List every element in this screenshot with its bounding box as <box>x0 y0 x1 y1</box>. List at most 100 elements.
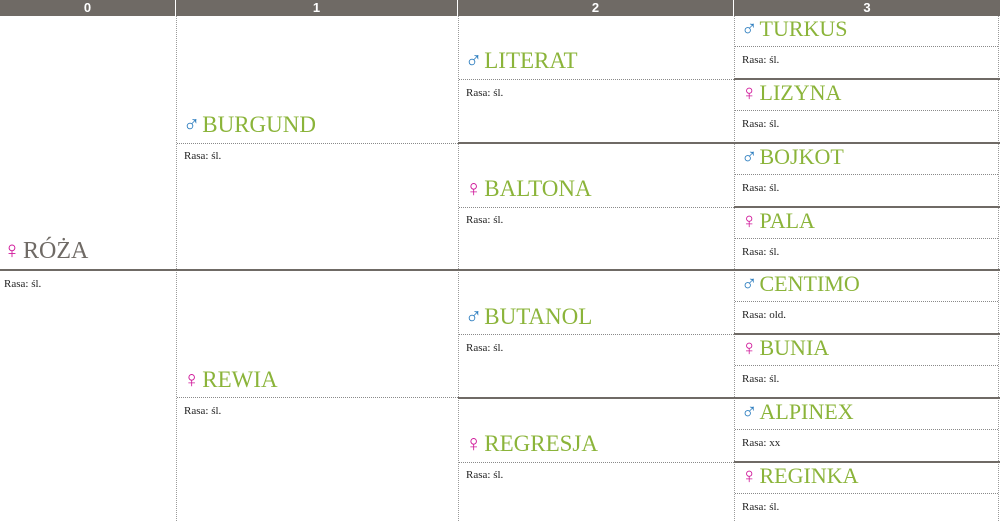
rasa-info: Rasa: śl. <box>742 54 779 66</box>
rasa-label: Rasa: <box>742 54 767 66</box>
rasa-info: Rasa: śl. <box>742 182 779 194</box>
rasa-label: Rasa: <box>742 246 767 258</box>
male-icon: ♂ <box>741 144 758 169</box>
entry-divider <box>735 46 998 47</box>
pedigree-entry-dam[interactable]: ♀REWIA <box>183 368 278 391</box>
pedigree-entry-gen2[interactable]: ♀BALTONA <box>465 177 592 200</box>
horse-name: TURKUS <box>759 16 848 41</box>
pedigree-entry-gen2[interactable]: ♀REGRESJA <box>465 432 598 455</box>
entry-divider <box>735 493 998 494</box>
divider-gen3 <box>734 333 1000 335</box>
entry-divider <box>459 207 734 208</box>
rasa-value: śl. <box>493 469 504 481</box>
entry-divider <box>735 429 998 430</box>
horse-name: REGINKA <box>759 463 859 488</box>
rasa-info: Rasa: śl. <box>466 342 503 354</box>
rasa-value: śl. <box>769 501 780 513</box>
divider-gen2 <box>458 397 1000 399</box>
horse-name: REGRESJA <box>484 431 598 456</box>
rasa-value: śl. <box>769 118 780 130</box>
column-divider <box>458 16 459 521</box>
male-icon: ♂ <box>741 271 758 296</box>
entry-divider <box>459 79 734 80</box>
rasa-label: Rasa: <box>184 150 209 162</box>
rasa-info: Rasa: śl. <box>4 278 41 290</box>
rasa-value: śl. <box>769 246 780 258</box>
pedigree-entry-gen3[interactable]: ♂TURKUS <box>741 18 848 40</box>
divider-gen3 <box>734 461 1000 463</box>
divider-gen3 <box>734 78 1000 80</box>
entry-divider <box>735 301 998 302</box>
rasa-info: Rasa: old. <box>742 309 786 321</box>
rasa-value: śl. <box>769 54 780 66</box>
rasa-label: Rasa: <box>742 118 767 130</box>
rasa-label: Rasa: <box>4 278 29 290</box>
horse-name: PALA <box>759 208 815 233</box>
rasa-value: śl. <box>493 342 504 354</box>
rasa-label: Rasa: <box>466 469 491 481</box>
pedigree-entry-gen3[interactable]: ♂CENTIMO <box>741 273 860 295</box>
pedigree-entry-sire[interactable]: ♂BURGUND <box>183 113 316 136</box>
horse-name: BURGUND <box>202 112 316 137</box>
entry-divider <box>735 238 998 239</box>
horse-name: LITERAT <box>484 48 578 73</box>
rasa-value: old. <box>769 309 787 321</box>
pedigree-entry-gen3[interactable]: ♂BOJKOT <box>741 146 844 168</box>
horse-name: BUNIA <box>759 335 830 360</box>
rasa-info: Rasa: śl. <box>466 469 503 481</box>
rasa-label: Rasa: <box>466 342 491 354</box>
female-icon: ♀ <box>741 335 758 360</box>
header-col-3: 3 <box>863 0 871 15</box>
column-divider <box>734 16 735 521</box>
entry-divider <box>459 462 734 463</box>
female-icon: ♀ <box>465 431 483 456</box>
entry-divider <box>177 143 458 144</box>
horse-name: RÓŻA <box>23 238 89 264</box>
header-col-0: 0 <box>0 0 176 16</box>
divider-main <box>0 269 1000 271</box>
male-icon: ♂ <box>741 399 758 424</box>
rasa-label: Rasa: <box>184 405 209 417</box>
horse-name: ALPINEX <box>759 399 854 424</box>
rasa-label: Rasa: <box>742 182 767 194</box>
pedigree-entry-gen3[interactable]: ♀LIZYNA <box>741 82 841 104</box>
divider-gen2 <box>458 142 1000 144</box>
rasa-info: Rasa: śl. <box>466 87 503 99</box>
rasa-value: śl. <box>211 150 222 162</box>
rasa-label: Rasa: <box>742 373 767 385</box>
entry-divider <box>177 397 458 398</box>
rasa-label: Rasa: <box>742 501 767 513</box>
horse-name: REWIA <box>202 367 278 392</box>
male-icon: ♂ <box>465 304 483 329</box>
rasa-info: Rasa: śl. <box>742 118 779 130</box>
male-icon: ♂ <box>741 16 758 41</box>
rasa-label: Rasa: <box>742 437 767 449</box>
header-col-1: 1 <box>176 0 458 16</box>
generation-header: 0 1 2 3 <box>0 0 1000 16</box>
female-icon: ♀ <box>3 238 21 264</box>
rasa-value: xx <box>769 437 781 449</box>
female-icon: ♀ <box>741 463 758 488</box>
horse-name: BALTONA <box>484 176 592 201</box>
rasa-info: Rasa: śl. <box>742 373 779 385</box>
rasa-info: Rasa: śl. <box>742 501 779 513</box>
rasa-value: śl. <box>769 182 780 194</box>
pedigree-entry-gen3[interactable]: ♀BUNIA <box>741 337 829 359</box>
pedigree-entry-root[interactable]: ♀RÓŻA <box>3 239 88 263</box>
pedigree-entry-gen3[interactable]: ♀REGINKA <box>741 465 859 487</box>
rasa-info: Rasa: śl. <box>184 150 221 162</box>
female-icon: ♀ <box>465 176 483 201</box>
divider-gen3 <box>734 206 1000 208</box>
male-icon: ♂ <box>183 112 201 137</box>
pedigree-entry-gen2[interactable]: ♂BUTANOL <box>465 305 592 328</box>
rasa-value: śl. <box>493 87 504 99</box>
column-divider <box>176 16 177 521</box>
pedigree-entry-gen3[interactable]: ♀PALA <box>741 210 815 232</box>
female-icon: ♀ <box>183 367 201 392</box>
entry-divider <box>735 174 998 175</box>
pedigree-entry-gen3[interactable]: ♂ALPINEX <box>741 401 854 423</box>
pedigree-entry-gen2[interactable]: ♂LITERAT <box>465 49 578 72</box>
rasa-info: Rasa: śl. <box>742 246 779 258</box>
rasa-label: Rasa: <box>466 214 491 226</box>
horse-name: BOJKOT <box>759 144 844 169</box>
